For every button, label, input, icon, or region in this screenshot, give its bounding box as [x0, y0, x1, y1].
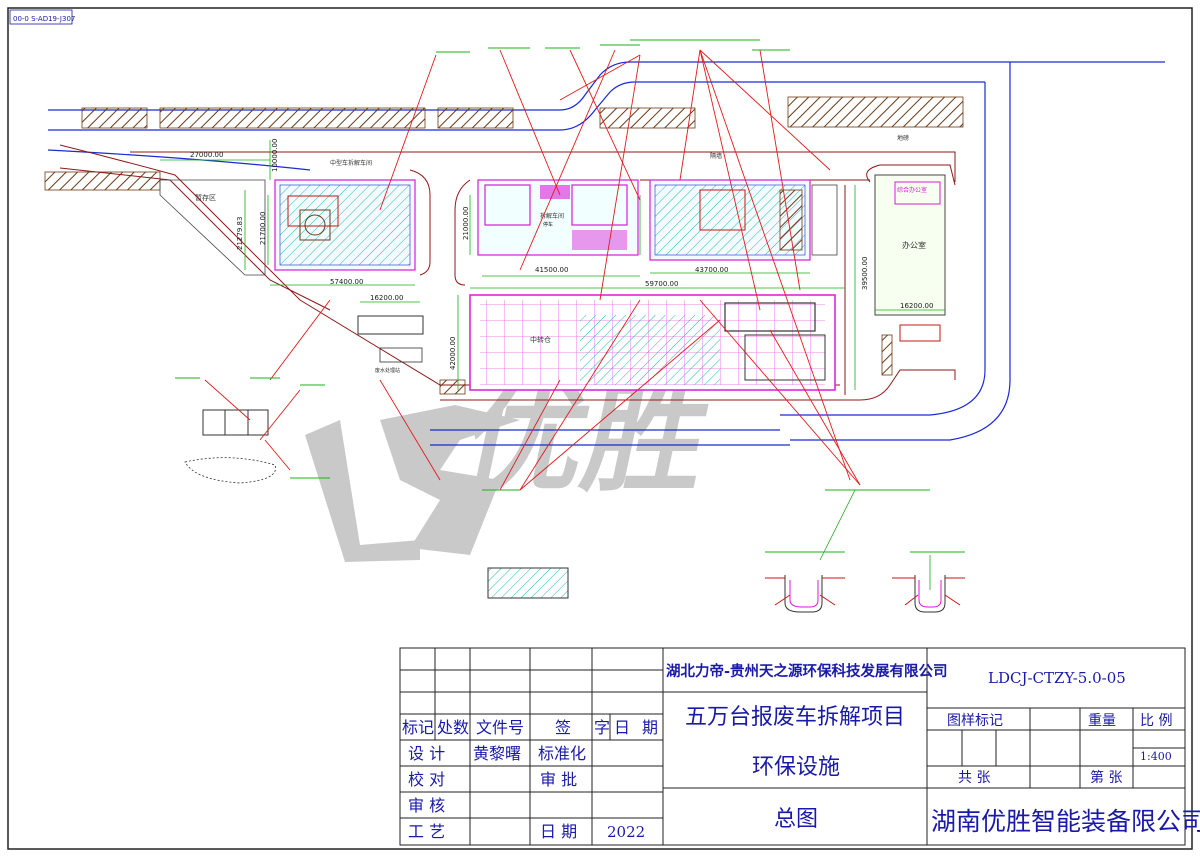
dim-27000: 27000.00	[190, 151, 223, 159]
tb-year: 2022	[607, 823, 645, 841]
dim-43700: 43700.00	[695, 266, 728, 274]
title-block-texts: 标记 处数 文件号 签 字 日 期 设 计 黄黎曙 标准化 校 对 审 批 审 …	[402, 662, 1200, 841]
tb-h-date1: 日	[614, 718, 630, 737]
hall-small: 中型车拆解车间	[274, 159, 416, 271]
watermark-logo: 优胜	[305, 368, 722, 562]
tb-scale-label: 比 例	[1140, 713, 1172, 729]
tb-date-label: 日 期	[540, 822, 577, 841]
hall-mid: 拆解车间	[477, 179, 639, 256]
dim-21279: 21279.83	[236, 217, 244, 250]
corner-code-box	[9, 9, 73, 25]
corner-code: 00-0 S-AD19-J307	[13, 15, 75, 23]
hall-right: 隔墙	[649, 152, 838, 261]
tb-design-label: 设 计	[408, 744, 445, 763]
tb-drawing-no: LDCJ-CTZY-5.0-05	[988, 669, 1126, 687]
leader-lines	[204, 49, 861, 491]
dim-16200a: 16200.00	[370, 294, 403, 302]
storage-label: 暂存区	[195, 193, 216, 202]
tb-standard-label: 标准化	[538, 744, 586, 763]
gate-label: 隔墙	[710, 152, 722, 160]
dimension-lines	[160, 140, 945, 590]
small-structures: 废水处理站	[184, 315, 569, 599]
tb-check-label: 校 对	[408, 770, 445, 789]
tb-total-label: 共 张	[958, 770, 990, 786]
scale-label: 地磅	[897, 134, 909, 142]
sheet-border	[7, 7, 1193, 850]
tb-client: 湖北力帝-贵州天之源环保科技发展有限公司	[666, 662, 948, 680]
dim-57400: 57400.00	[330, 278, 363, 286]
tb-mark-label: 图样标记	[947, 713, 1003, 729]
tb-scale-value: 1:400	[1140, 750, 1172, 763]
title-block	[399, 647, 1186, 846]
tb-approve-label: 审 批	[540, 770, 577, 789]
tb-review-label: 审 核	[408, 796, 445, 815]
tb-subject: 环保设施	[752, 755, 840, 780]
hall-mid-label: 拆解车间	[540, 212, 564, 220]
detail-sections	[765, 575, 965, 613]
dim-21700: 21700.00	[259, 212, 267, 245]
dim-16200b: 16200.00	[900, 302, 933, 310]
tb-drawing: 总图	[774, 807, 818, 832]
dim-41500: 41500.00	[535, 266, 568, 274]
tb-process-label: 工 艺	[408, 822, 445, 841]
ww-label: 废水处理站	[375, 367, 400, 374]
tb-h-mark: 标记	[402, 718, 434, 737]
office2-label: 综合办公室	[897, 186, 927, 194]
hall-small-label: 中型车拆解车间	[330, 159, 372, 167]
dim-59700: 59700.00	[645, 280, 678, 288]
tb-designer: 黄黎曙	[473, 744, 521, 763]
storage-area: 暂存区	[159, 179, 266, 276]
tb-weight-label: 重量	[1088, 713, 1116, 729]
hall-main: 中转仓	[469, 294, 836, 391]
dim-42000: 42000.00	[449, 337, 457, 370]
parking-label: 停车	[543, 221, 553, 228]
tb-sheet-label: 第 张	[1090, 769, 1122, 786]
watermark-text: 优胜	[452, 368, 722, 508]
dim-39500: 39500.00	[861, 257, 869, 290]
road-network	[47, 61, 1165, 446]
tb-company: 湖南优胜智能装备限公司	[931, 807, 1200, 836]
tb-h-sign1: 签	[555, 718, 571, 737]
dim-10000: 10000.00	[271, 139, 279, 172]
tb-h-file: 文件号	[476, 718, 524, 737]
office-label: 办公室	[902, 240, 926, 250]
tb-h-count: 处数	[437, 718, 469, 737]
dim-21000: 21000.00	[462, 207, 470, 240]
tb-h-date2: 期	[642, 718, 658, 737]
tb-h-sign2: 字	[594, 718, 610, 737]
tb-project: 五万台报废车拆解项目	[685, 705, 905, 730]
dimension-texts: 27000.00 10000.00 21279.83 21700.00 2100…	[190, 139, 933, 370]
office-building: 综合办公室 办公室 地磅	[874, 134, 946, 342]
annotation-tags	[175, 39, 965, 553]
warehouse-label: 中转仓	[530, 335, 551, 344]
